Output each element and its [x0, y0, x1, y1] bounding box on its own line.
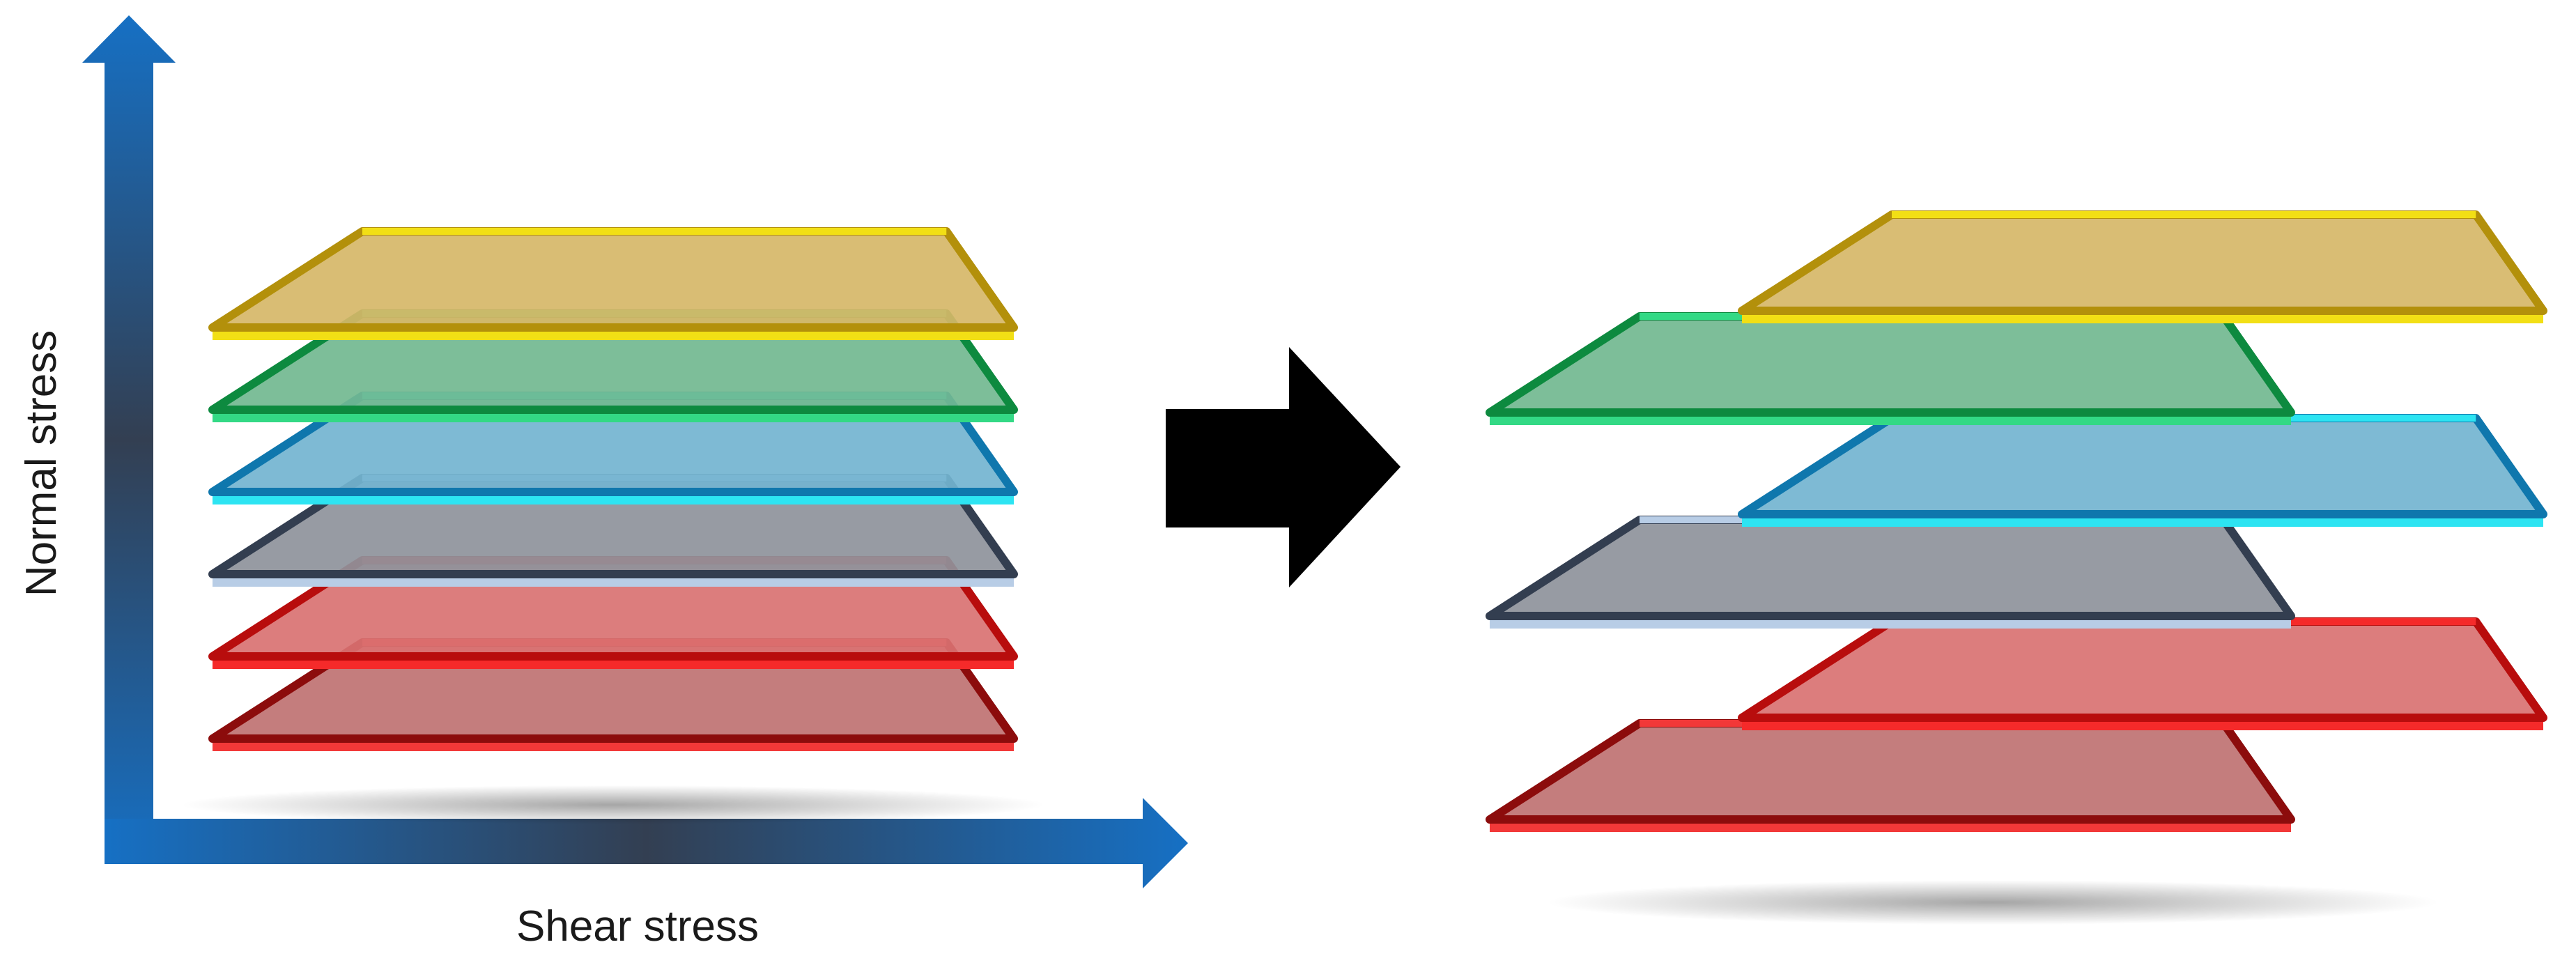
- left-layer-yellow-surface: [208, 227, 1018, 332]
- transition-arrow: [1166, 347, 1401, 587]
- right-layer-green-surface: [1486, 312, 2295, 417]
- right-layer-gray-surface: [1486, 516, 2295, 620]
- x-axis-label: Shear stress: [516, 902, 759, 950]
- right-layer-blue: [1738, 414, 2547, 527]
- right-stack-shadow: [1547, 880, 2439, 925]
- right-layer-green: [1486, 312, 2295, 425]
- right-layer-stack: [1486, 210, 2547, 832]
- left-layer-yellow: [208, 227, 1018, 340]
- right-layer-red-surface: [1738, 617, 2547, 722]
- right-layer-red: [1738, 617, 2547, 730]
- y-axis-arrow: [82, 15, 176, 864]
- y-axis-label: Normal stress: [17, 330, 65, 596]
- left-stack-shadow: [181, 785, 1045, 824]
- right-layer-gray: [1486, 516, 2295, 629]
- left-layer-stack: [208, 227, 1018, 751]
- right-layer-yellow-surface: [1738, 210, 2547, 315]
- right-layer-dark-red: [1486, 719, 2295, 832]
- right-layer-yellow: [1738, 210, 2547, 323]
- right-layer-blue-surface: [1738, 414, 2547, 518]
- right-layer-dark-red-surface: [1486, 719, 2295, 824]
